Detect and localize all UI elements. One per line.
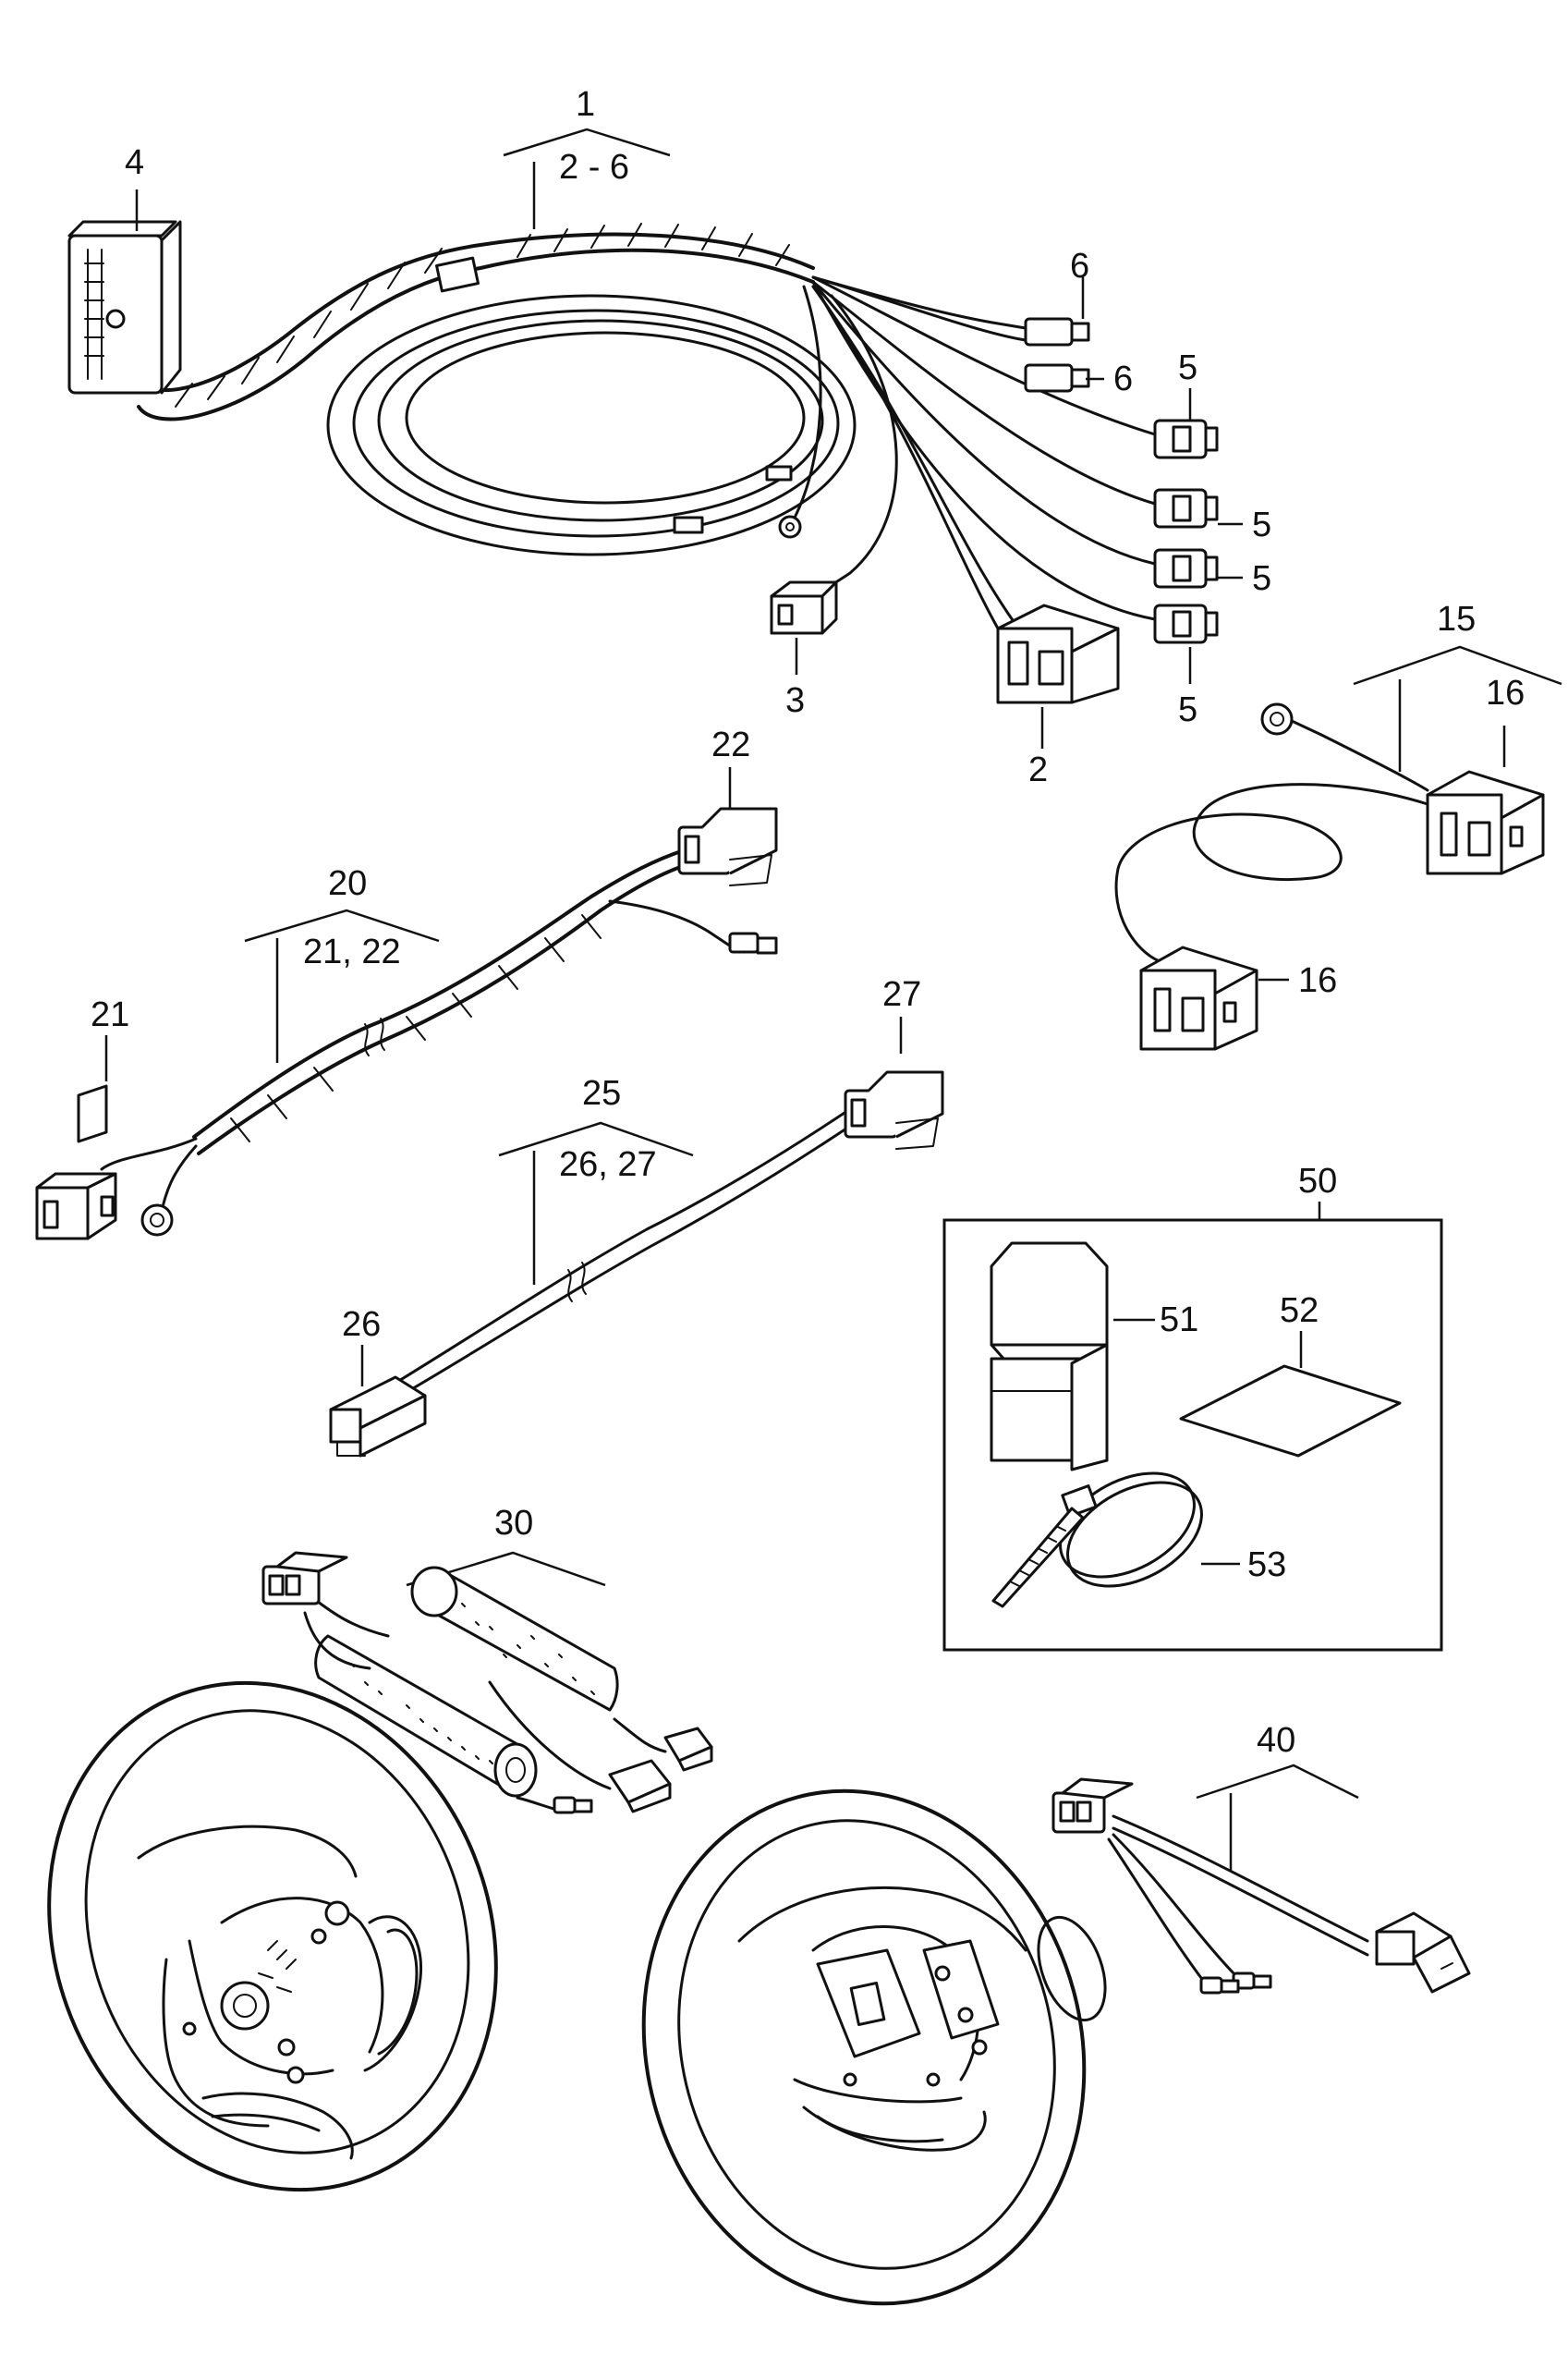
callout-6b: 6 bbox=[1113, 360, 1133, 398]
terminal-40-b bbox=[1199, 1976, 1240, 1995]
steering-wheel-left bbox=[47, 1680, 498, 2192]
foam-sleeve-lower bbox=[314, 1634, 538, 1798]
callout-40: 40 bbox=[1257, 1721, 1295, 1760]
connector-5d bbox=[1153, 604, 1219, 644]
plug-connector-6b bbox=[1024, 363, 1090, 393]
callout-4: 4 bbox=[125, 143, 144, 182]
terminal-30-c bbox=[553, 1796, 593, 1814]
wiring-assembly-40 bbox=[1051, 1764, 1471, 1995]
callout-2: 2 bbox=[1028, 751, 1048, 789]
callout-5c: 5 bbox=[1252, 559, 1271, 598]
callout-5b: 5 bbox=[1252, 506, 1271, 544]
callout-51: 51 bbox=[1160, 1300, 1198, 1339]
connector-40-plug bbox=[1051, 1777, 1134, 1834]
wiring-assembly-15 bbox=[1114, 645, 1562, 1051]
part-51-block bbox=[990, 1241, 1109, 1471]
connector-2 bbox=[996, 604, 1120, 704]
callout-26: 26 bbox=[342, 1305, 381, 1344]
part-53-cable-tie bbox=[991, 1471, 1203, 1608]
connector-5a bbox=[1153, 419, 1219, 459]
connector-26 bbox=[329, 1375, 427, 1458]
callout-25-sub: 26, 27 bbox=[559, 1145, 657, 1184]
callout-27: 27 bbox=[882, 975, 921, 1014]
callout-30: 30 bbox=[494, 1504, 533, 1543]
terminal-30-a bbox=[663, 1727, 713, 1772]
callout-16a: 16 bbox=[1486, 674, 1525, 713]
wiring-assembly-20 bbox=[35, 767, 778, 1240]
terminal-30-b bbox=[608, 1759, 672, 1813]
wiring-assembly-25 bbox=[329, 1017, 944, 1458]
flat-terminal-20 bbox=[728, 932, 778, 955]
callout-15: 15 bbox=[1437, 600, 1476, 639]
callout-20-sub: 21, 22 bbox=[303, 933, 401, 971]
callout-22: 22 bbox=[711, 726, 750, 764]
connector-30-plug bbox=[261, 1551, 348, 1605]
plug-connector-6a bbox=[1024, 317, 1090, 347]
callout-21: 21 bbox=[91, 995, 129, 1034]
repair-kit-50 bbox=[942, 1202, 1443, 1652]
callout-1-sub: 2 - 6 bbox=[559, 148, 629, 187]
callout-25: 25 bbox=[582, 1074, 621, 1113]
harness-connector-4 bbox=[67, 220, 182, 395]
connector-22 bbox=[677, 807, 778, 886]
terminal-40-a bbox=[1232, 1971, 1272, 1990]
callout-3: 3 bbox=[785, 681, 805, 720]
wiring-harness-assembly-1 bbox=[67, 128, 1243, 749]
callout-52: 52 bbox=[1280, 1291, 1319, 1330]
connector-40-end bbox=[1375, 1911, 1471, 1994]
callout-5a: 5 bbox=[1178, 348, 1197, 387]
callout-5d: 5 bbox=[1178, 690, 1197, 729]
callout-16b: 16 bbox=[1298, 961, 1337, 1000]
wiring-assembly-30 bbox=[261, 1551, 713, 1814]
connector-16a bbox=[1426, 770, 1545, 875]
ring-terminal-15 bbox=[1260, 702, 1323, 737]
foam-sleeve-upper bbox=[410, 1566, 619, 1712]
part-52-pad bbox=[1179, 1364, 1402, 1458]
connector-21 bbox=[35, 1084, 117, 1240]
connector-27 bbox=[844, 1070, 944, 1150]
connector-3 bbox=[770, 580, 838, 635]
callout-53: 53 bbox=[1247, 1545, 1286, 1584]
connector-5b bbox=[1153, 488, 1219, 529]
connector-16b bbox=[1139, 946, 1258, 1051]
callout-6a: 6 bbox=[1070, 247, 1089, 286]
ring-terminal-20 bbox=[140, 1203, 174, 1237]
ring-terminal bbox=[778, 515, 802, 539]
callout-20: 20 bbox=[328, 864, 367, 903]
callout-1: 1 bbox=[576, 85, 595, 124]
steering-wheel-right bbox=[641, 1788, 1107, 2306]
callout-50: 50 bbox=[1298, 1162, 1337, 1201]
callout-labels: 1 2 - 6 2 3 4 5 5 5 5 6 6 15 16 16 20 21… bbox=[91, 85, 1525, 1760]
connector-5c bbox=[1153, 548, 1219, 589]
